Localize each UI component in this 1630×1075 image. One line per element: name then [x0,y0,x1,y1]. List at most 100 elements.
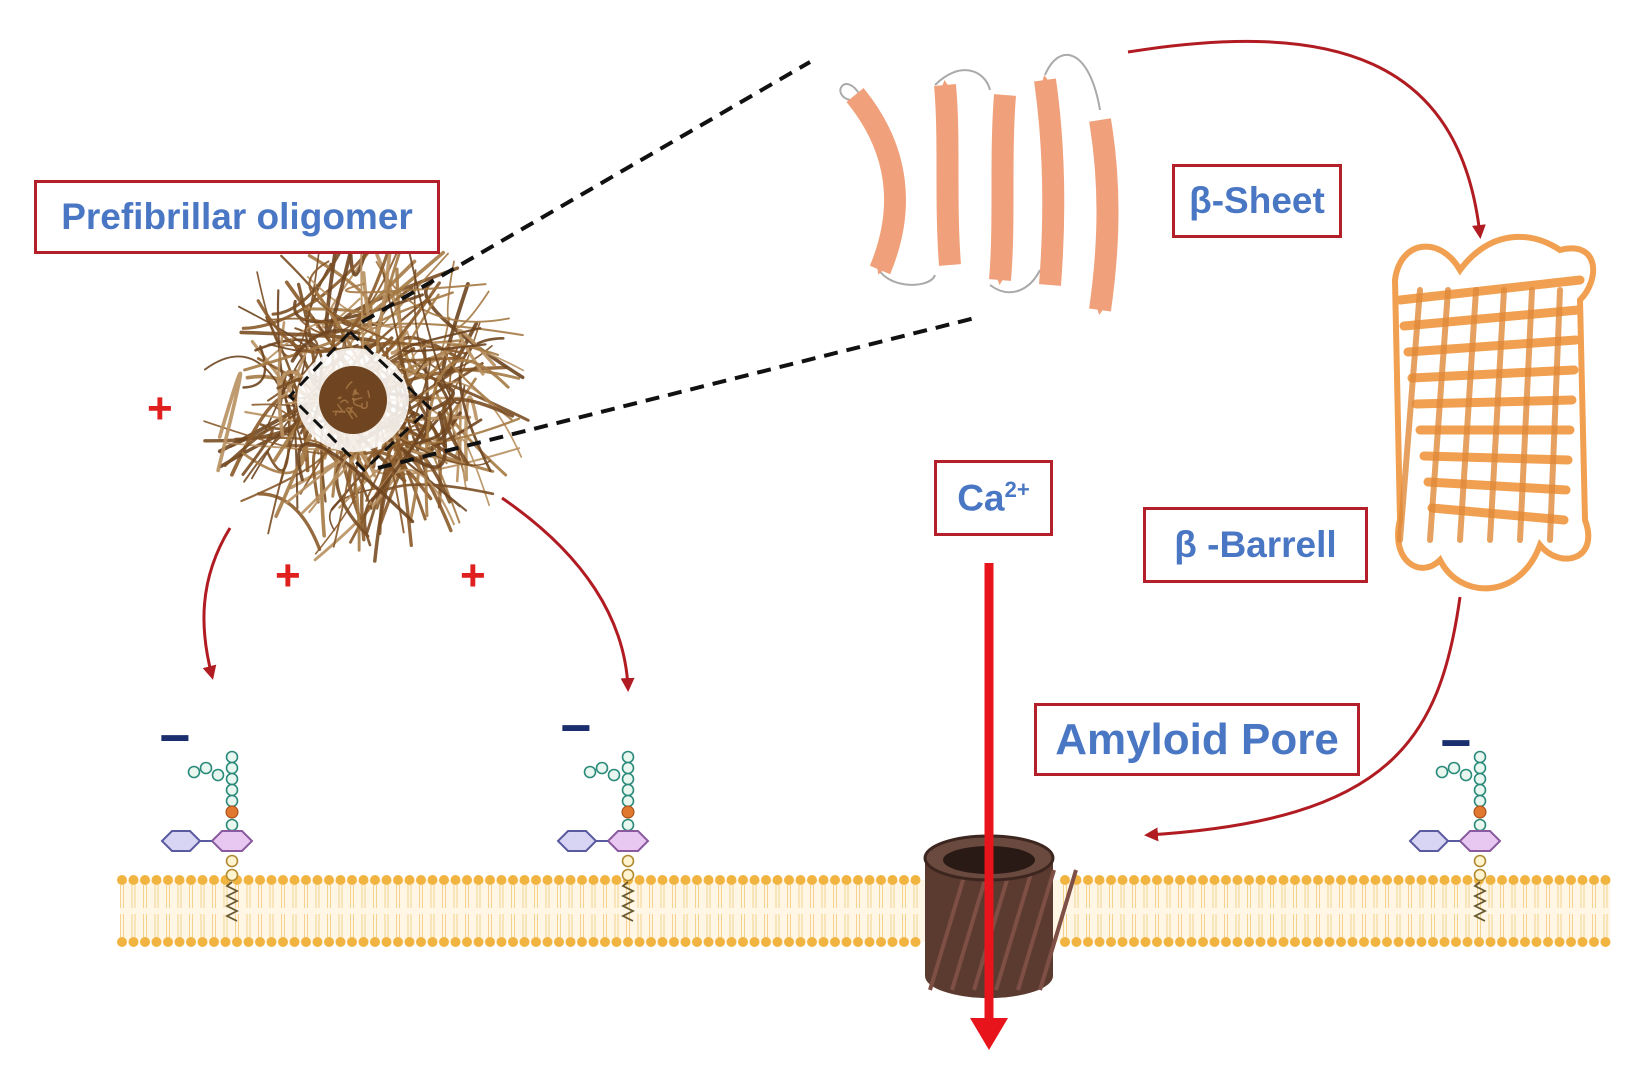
ganglioside-receptor [1408,750,1502,922]
lipid-head [1600,875,1611,885]
sugar-ring [1473,761,1487,775]
lipid-head [646,937,656,947]
lipid-head [1393,875,1404,885]
lipid-head [577,875,587,885]
label-amyloid-pore-text: Amyloid Pore [1055,714,1339,764]
oligomer-fibril [441,397,515,466]
lipid-head [1359,937,1369,947]
lipid-head [830,937,840,947]
lipid-head [1267,937,1277,947]
lipid-head [611,875,622,885]
lipid-head [692,937,702,947]
lipid-head [128,937,139,947]
sugar-ring [1473,783,1487,797]
barrel-strand [1547,287,1563,543]
lipid-head [404,937,415,947]
oligomer-fibril [256,239,394,354]
lipid-head [163,875,173,885]
sugar-ring [1473,818,1487,832]
lipid-head [600,875,610,885]
lipid-head [1129,937,1139,947]
lipid-head [1175,937,1185,947]
oligomer-fibril [203,403,332,455]
sugar-ring [1473,794,1487,808]
lipid-head [174,937,185,947]
lipid-head [485,937,495,947]
positive-charge-bottom-right: + [460,551,486,600]
lipid-head [496,875,507,885]
sialic-acid-node [225,805,239,819]
lipid-head [634,937,645,947]
sugar-ring [211,768,225,782]
lipid-head [1267,875,1277,885]
lipid-head [1152,937,1162,947]
lipid-head [347,875,357,885]
lipid-head [818,937,829,947]
lipid-head [519,875,530,885]
lipid-head [531,937,541,947]
lipid-head [404,875,415,885]
lipid-head [117,875,127,885]
lipid-head [1129,875,1139,885]
lipid-head [1140,937,1151,947]
lipid-head [1290,875,1300,885]
lipid-head [761,937,771,947]
lipid-head [853,937,863,947]
lipid-head [1439,875,1450,885]
glucose-hexagon [1458,830,1502,852]
lipid-head [1278,937,1289,947]
lipid-head [1278,875,1289,885]
lipid-head [611,937,622,947]
barrel-strand [1487,287,1507,543]
lipid-head [1451,937,1461,947]
lipid-head [1577,937,1588,947]
lipid-head [186,937,196,947]
lipid-head [462,937,472,947]
lipid-head [393,937,403,947]
lipid-head [1152,875,1162,885]
oligomer-fibril [363,483,495,547]
lipid-head [887,937,898,947]
lipid-head [1508,937,1519,947]
lipid-head [784,875,794,885]
pore-stripe [1016,869,1056,991]
zoom-line-top [360,60,812,324]
lipid-head [1416,937,1427,947]
lipid-head [128,875,139,885]
arrow-barrel-to-pore [1144,596,1462,842]
oligomer-fibril [446,260,490,330]
calcium-symbol: Ca [957,477,1005,519]
label-calcium-ion-text: Ca2+ [957,477,1030,519]
lipid-head [117,937,127,947]
lipid-head [1106,937,1116,947]
lipid-head [1382,937,1392,947]
sugar-ring [621,818,635,832]
oligomer-core-fibril [351,397,357,401]
oligomer-fibril [415,382,453,445]
lipid-head [565,937,576,947]
sugar-ring [621,783,635,797]
lipid-head [174,875,185,885]
sugar-ring [225,750,239,764]
barrel-strand [1399,305,1583,331]
oligomer-core-fibril [336,403,346,414]
lipid-head [197,937,208,947]
lipid-head [772,875,783,885]
lipid-head [1600,937,1611,947]
calcium-charge: 2+ [1004,476,1030,502]
oligomer-core-fibril [339,399,349,404]
ceramide-node [621,854,635,868]
oligomer-core-fibril [346,407,358,418]
lipid-head [255,937,265,947]
ceramide-node [225,854,239,868]
lipid-head [1405,875,1415,885]
galactose-hexagon [1408,830,1450,852]
oligomer-fibril [242,345,267,389]
lipid-head [830,875,840,885]
positive-charge-bottom-left: + [275,551,301,600]
lipid-head [588,875,599,885]
lipid-head [381,875,392,885]
label-prefibrillar-oligomer-text: Prefibrillar oligomer [61,196,413,237]
lipid-head [508,937,518,947]
pore-stripe [928,869,968,991]
